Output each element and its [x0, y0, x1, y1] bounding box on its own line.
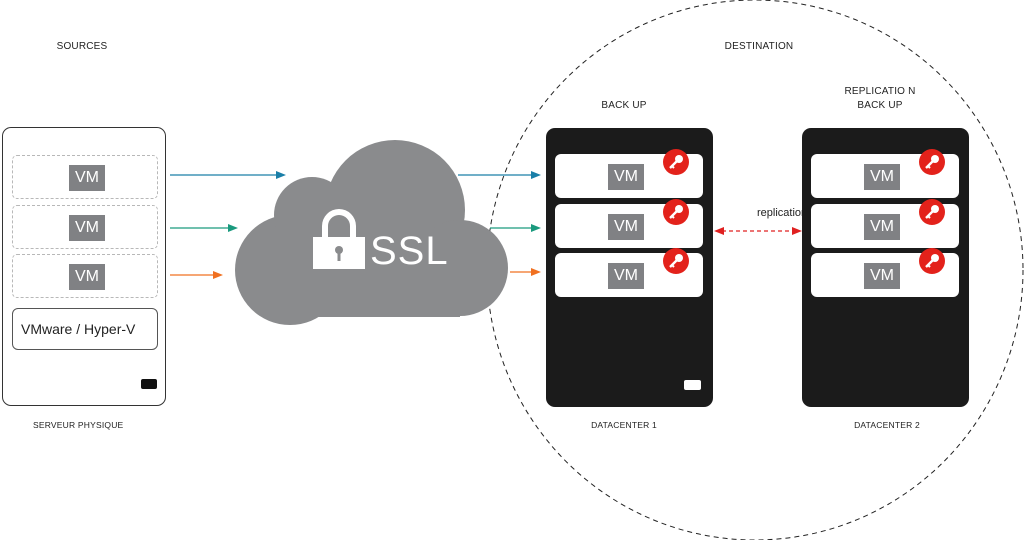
- key-icon: [919, 248, 945, 274]
- ssl-label: SSL: [370, 229, 449, 273]
- vm-slot: VM: [811, 199, 959, 248]
- vm-badge: VM: [608, 164, 644, 190]
- server-indicator: [141, 379, 157, 389]
- vm-slot: VM: [12, 254, 158, 298]
- vm-badge: VM: [608, 263, 644, 289]
- key-icon: [663, 149, 689, 175]
- vm-slot: VM: [555, 199, 703, 248]
- vm-badge: VM: [864, 164, 900, 190]
- key-icon: [919, 199, 945, 225]
- destination-arrows: [458, 171, 541, 276]
- datacenter1-server: VM VM VM: [546, 128, 713, 407]
- vm-slot: VM: [811, 248, 959, 297]
- vm-badge: VM: [69, 215, 105, 241]
- destination-title: DESTINATION: [724, 41, 794, 52]
- replication-backup-title-line1: REPLICATIO N: [844, 86, 916, 97]
- key-icon: [919, 149, 945, 175]
- replication-arrow: [714, 227, 802, 235]
- datacenter1-caption: DATACENTER 1: [591, 420, 657, 430]
- destination-boundary: [486, 0, 1024, 540]
- vm-badge: VM: [69, 264, 105, 290]
- vm-slot: VM: [12, 155, 158, 199]
- source-arrows: [170, 171, 286, 279]
- sources-title: SOURCES: [56, 41, 108, 52]
- vm-slot: VM: [811, 149, 959, 198]
- vm-badge: VM: [69, 165, 105, 191]
- vm-slot: VM: [555, 248, 703, 297]
- physical-server: VM VM VM VMware / Hyper-V: [2, 127, 166, 406]
- hypervisor-box: VMware / Hyper-V: [12, 308, 158, 350]
- key-icon: [663, 248, 689, 274]
- replication-label: replication: [757, 207, 808, 219]
- replication-backup-title-line2: BACK UP: [857, 100, 903, 111]
- vm-badge: VM: [864, 263, 900, 289]
- padlock-icon: [313, 209, 365, 269]
- server-indicator: [684, 380, 701, 390]
- datacenter2-caption: DATACENTER 2: [854, 420, 920, 430]
- key-icon: [663, 199, 689, 225]
- vm-slot: VM: [555, 149, 703, 198]
- vm-badge: VM: [864, 214, 900, 240]
- vm-slot: VM: [12, 205, 158, 249]
- vm-badge: VM: [608, 214, 644, 240]
- backup-title: BACK UP: [601, 100, 647, 111]
- physical-server-caption: SERVEUR PHYSIQUE: [33, 420, 124, 430]
- datacenter2-server: VM VM VM: [802, 128, 969, 407]
